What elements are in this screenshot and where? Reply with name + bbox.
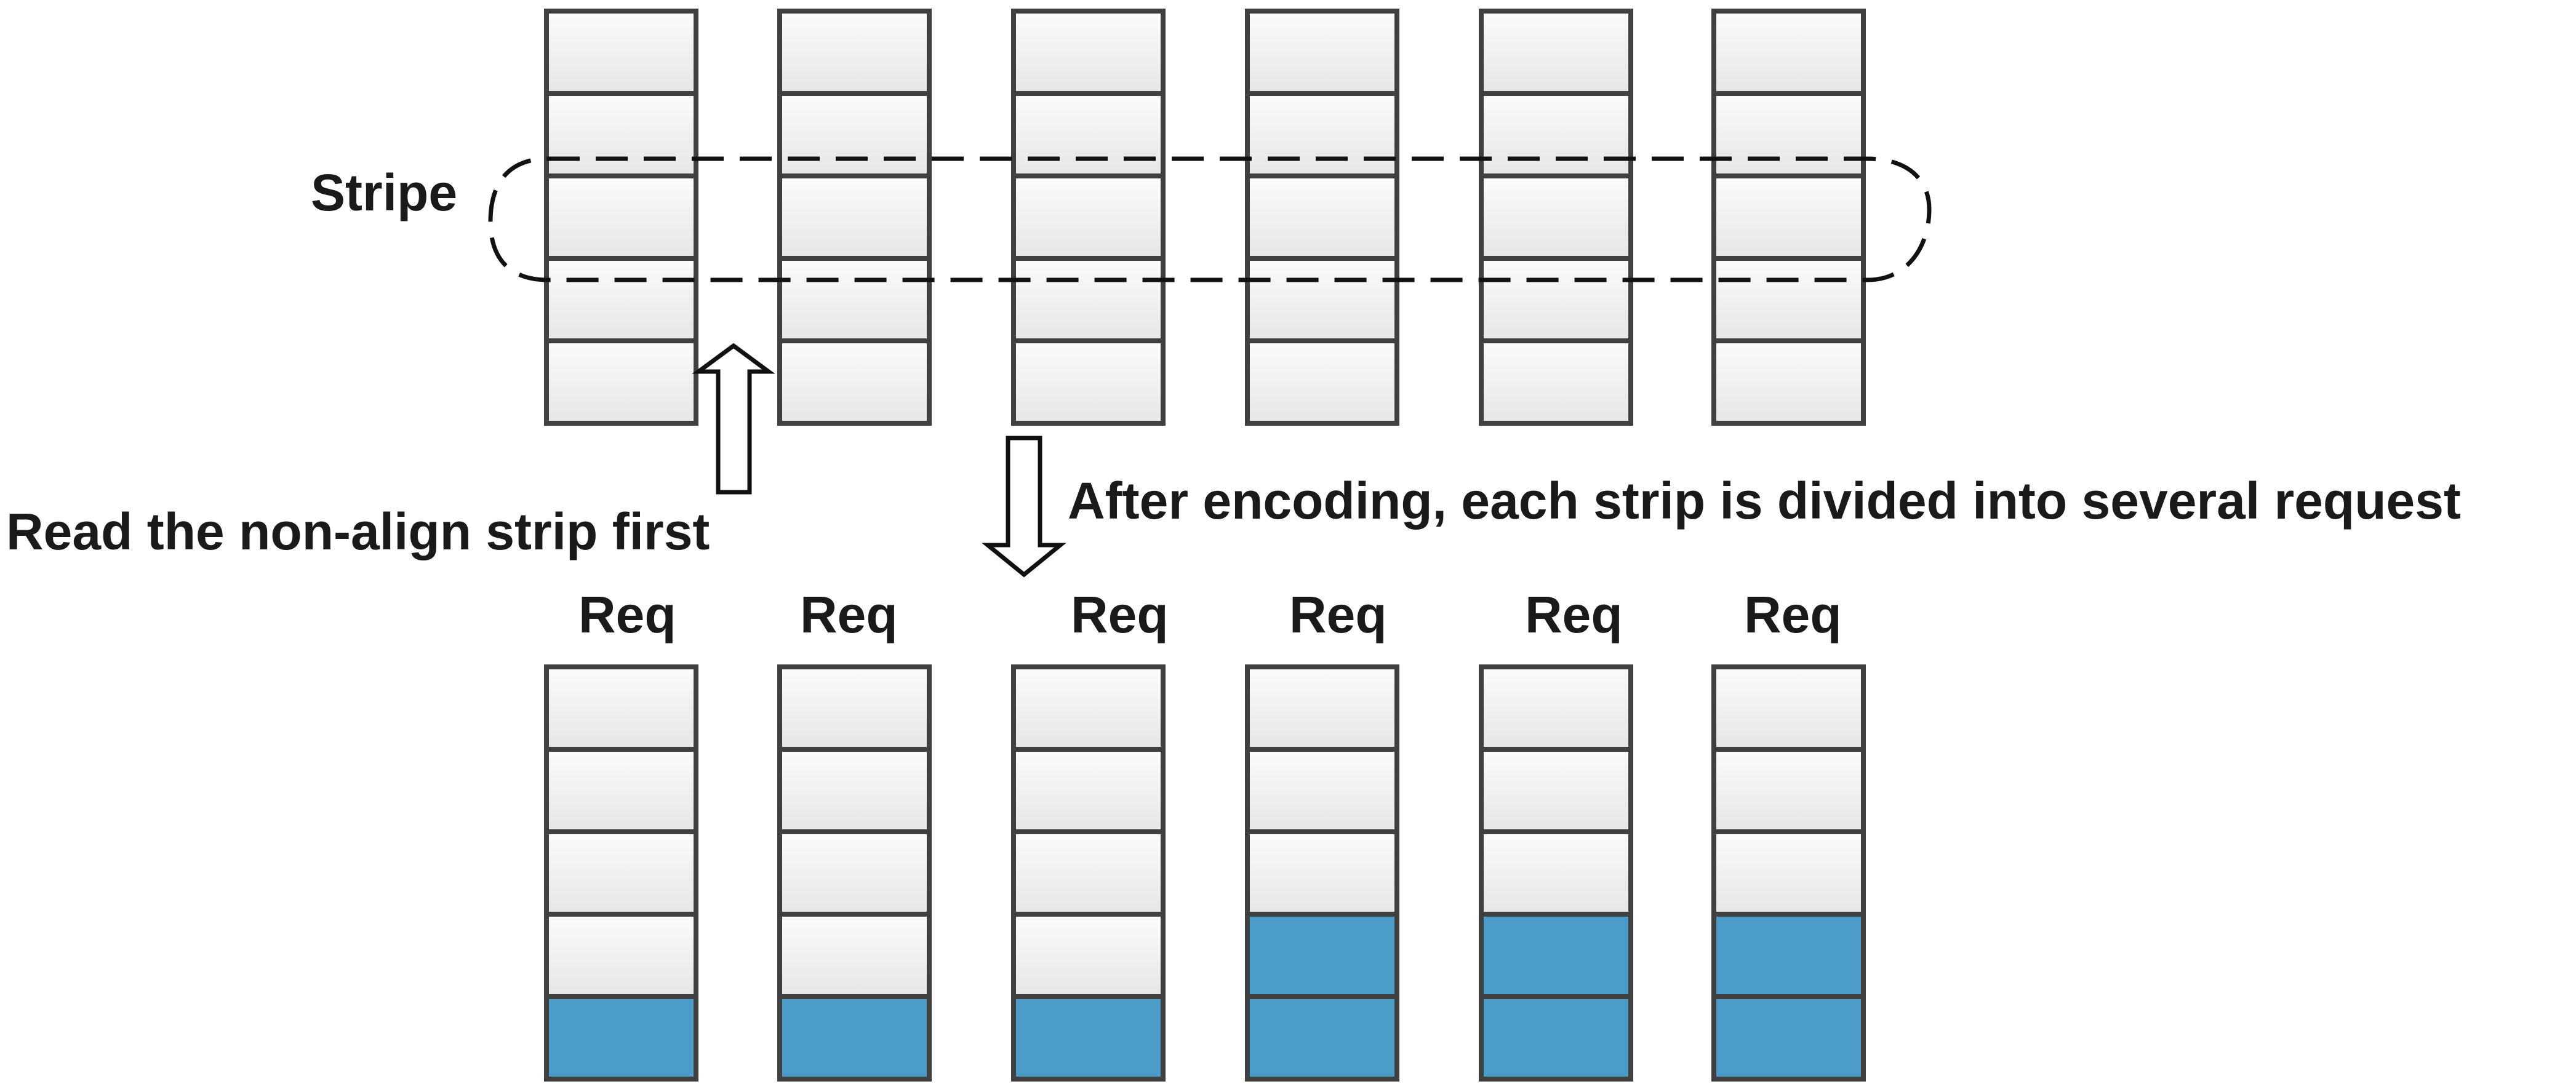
data-block bbox=[1711, 829, 1866, 917]
data-block bbox=[777, 91, 932, 178]
data-block bbox=[777, 256, 932, 343]
data-block bbox=[1245, 256, 1399, 343]
bottom-column-4 bbox=[1245, 664, 1399, 1082]
data-block bbox=[544, 664, 698, 752]
data-block bbox=[1711, 338, 1866, 426]
data-block bbox=[1711, 173, 1866, 261]
highlighted-block bbox=[1479, 994, 1633, 1082]
bottom-column-5 bbox=[1479, 664, 1633, 1082]
bottom-disk-columns bbox=[544, 664, 1866, 1082]
data-block bbox=[1711, 664, 1866, 752]
data-block bbox=[544, 91, 698, 178]
data-block bbox=[544, 829, 698, 917]
data-block bbox=[777, 664, 932, 752]
data-block bbox=[1711, 9, 1866, 96]
stripe-outline bbox=[488, 156, 1932, 282]
bottom-column-3 bbox=[1011, 664, 1166, 1082]
data-block bbox=[544, 912, 698, 999]
data-block bbox=[1011, 9, 1166, 96]
data-block bbox=[1479, 9, 1633, 96]
data-block bbox=[1711, 747, 1866, 834]
data-block bbox=[1245, 829, 1399, 917]
data-block bbox=[1245, 664, 1399, 752]
data-block bbox=[1479, 747, 1633, 834]
data-block bbox=[1479, 829, 1633, 917]
data-block bbox=[777, 747, 932, 834]
highlighted-block bbox=[1479, 912, 1633, 999]
data-block bbox=[1245, 91, 1399, 178]
data-block bbox=[1011, 747, 1166, 834]
read-first-up-arrow bbox=[692, 343, 775, 495]
data-block bbox=[1245, 9, 1399, 96]
encoding-down-arrow bbox=[982, 436, 1066, 578]
data-block bbox=[544, 256, 698, 343]
highlighted-block bbox=[1711, 994, 1866, 1082]
data-block bbox=[1011, 912, 1166, 999]
read-first-label: Read the non-align strip first bbox=[6, 503, 710, 560]
data-block bbox=[1011, 338, 1166, 426]
data-block bbox=[1011, 829, 1166, 917]
data-block bbox=[544, 9, 698, 96]
top-column-4 bbox=[1245, 9, 1399, 426]
highlighted-block bbox=[1711, 912, 1866, 999]
req-label-2: Req bbox=[800, 586, 898, 644]
data-block bbox=[544, 338, 698, 426]
top-column-5 bbox=[1479, 9, 1633, 426]
req-label-4: Req bbox=[1289, 586, 1387, 644]
data-block bbox=[777, 829, 932, 917]
data-block bbox=[1479, 664, 1633, 752]
top-column-6 bbox=[1711, 9, 1866, 426]
data-block bbox=[1011, 256, 1166, 343]
top-disk-columns bbox=[544, 9, 1866, 426]
data-block bbox=[544, 173, 698, 261]
data-block bbox=[1479, 173, 1633, 261]
highlighted-block bbox=[544, 994, 698, 1082]
data-block bbox=[777, 173, 932, 261]
data-block bbox=[1245, 173, 1399, 261]
data-block bbox=[1479, 338, 1633, 426]
top-column-3 bbox=[1011, 9, 1166, 426]
highlighted-block bbox=[1011, 994, 1166, 1082]
data-block bbox=[1479, 91, 1633, 178]
highlighted-block bbox=[777, 994, 932, 1082]
data-block bbox=[1711, 91, 1866, 178]
data-block bbox=[1479, 256, 1633, 343]
highlighted-block bbox=[1245, 912, 1399, 999]
data-block bbox=[1011, 664, 1166, 752]
top-column-1 bbox=[544, 9, 698, 426]
data-block bbox=[544, 747, 698, 834]
bottom-column-2 bbox=[777, 664, 932, 1082]
stripe-label: Stripe bbox=[311, 164, 457, 221]
bottom-column-6 bbox=[1711, 664, 1866, 1082]
data-block bbox=[1245, 747, 1399, 834]
req-labels: Req Req Req Req Req Req bbox=[578, 586, 1842, 644]
bottom-column-1 bbox=[544, 664, 698, 1082]
data-block bbox=[777, 9, 932, 96]
top-column-2 bbox=[777, 9, 932, 426]
data-block bbox=[777, 912, 932, 999]
data-block bbox=[1711, 256, 1866, 343]
after-encoding-label: After encoding, each strip is divided in… bbox=[1068, 472, 2461, 530]
data-block bbox=[1245, 338, 1399, 426]
req-label-1: Req bbox=[578, 586, 676, 644]
data-block bbox=[1011, 173, 1166, 261]
highlighted-block bbox=[1245, 994, 1399, 1082]
req-label-5: Req bbox=[1525, 586, 1623, 644]
data-block bbox=[1011, 91, 1166, 178]
req-label-6: Req bbox=[1744, 586, 1842, 644]
req-label-3: Req bbox=[1071, 586, 1169, 644]
data-block bbox=[777, 338, 932, 426]
